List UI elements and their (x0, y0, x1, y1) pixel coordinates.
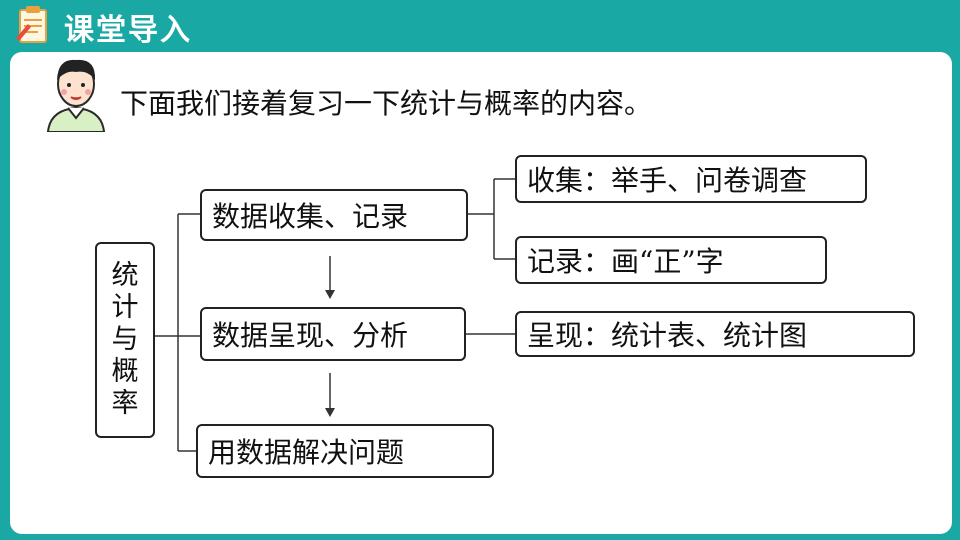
node-label: 记录：画“正”字 (527, 245, 724, 278)
page-title: 课堂导入 (64, 13, 192, 48)
clipboard-icon (16, 6, 47, 43)
node-label: 用数据解决问题 (208, 436, 405, 469)
root-char: 统 (111, 260, 139, 291)
root-char: 概 (111, 356, 139, 387)
boy-avatar-icon (46, 59, 106, 132)
root-char: 率 (111, 388, 139, 419)
node-collect-method: 收集：举手、问卷调查 (515, 155, 867, 203)
node-label: 数据收集、记录 (212, 200, 409, 233)
intro-text: 下面我们接着复习一下统计与概率的内容。 (120, 87, 653, 120)
node-data-collection: 数据收集、记录 (200, 189, 468, 241)
header-bar: 课堂导入 (0, 0, 960, 48)
root-char: 与 (111, 324, 139, 355)
node-data-presentation: 数据呈现、分析 (200, 307, 466, 361)
root-char: 计 (111, 292, 139, 323)
root-node-statistics-probability: 统 计 与 概 率 (95, 242, 155, 438)
node-present-method: 呈现：统计表、统计图 (515, 311, 915, 357)
node-label: 收集：举手、问卷调查 (527, 164, 808, 197)
node-label: 数据呈现、分析 (212, 319, 409, 352)
node-label: 呈现：统计表、统计图 (527, 319, 808, 352)
node-data-problem-solving: 用数据解决问题 (196, 424, 494, 478)
node-record-method: 记录：画“正”字 (515, 236, 827, 284)
